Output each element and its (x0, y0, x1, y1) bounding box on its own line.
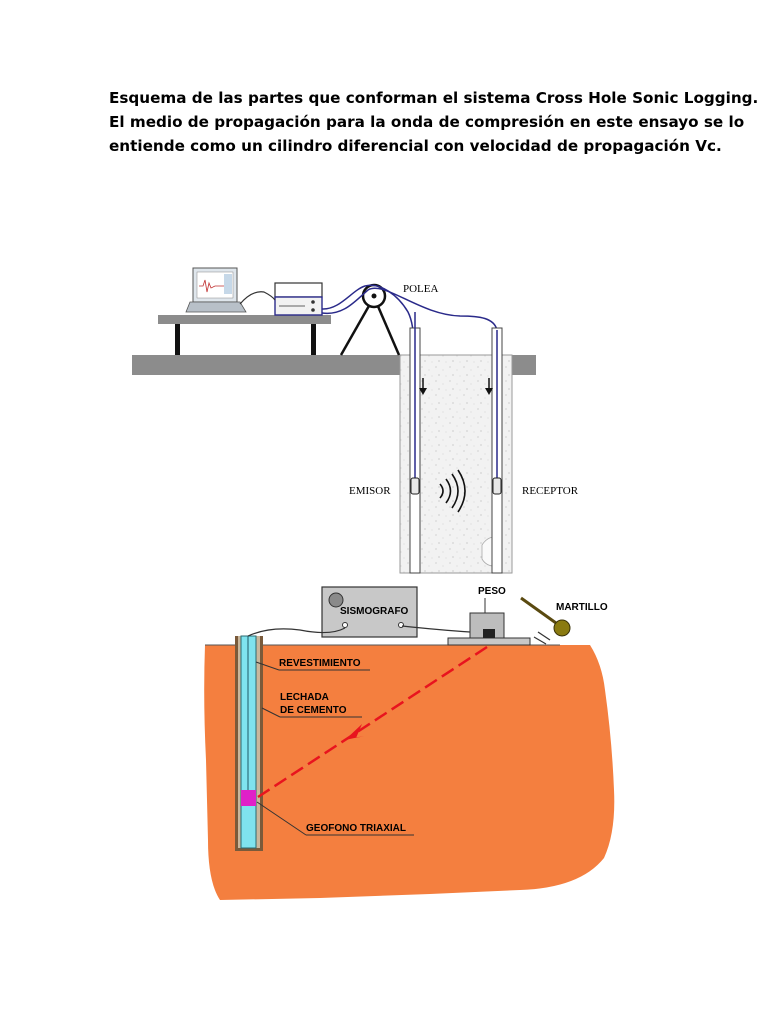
acquisition-unit (274, 282, 323, 316)
hammer-icon (520, 596, 571, 645)
casing-label: REVESTIMIENTO (279, 658, 361, 669)
grout-label-line-1: LECHADA (280, 692, 329, 703)
crosshole-diagram: POLEA EMISOR RECEPTOR (132, 267, 579, 574)
emitter-tube (409, 312, 427, 574)
caption-line-2: El medio de propagación para la onda de … (109, 113, 745, 131)
table (158, 315, 331, 355)
seismograph (321, 586, 418, 638)
geophone-cable (247, 627, 346, 637)
caption: Esquema de las partes que conforman el s… (109, 86, 759, 158)
wave-ray-arrow (345, 724, 364, 740)
borehole (235, 635, 263, 851)
receiver-tube (485, 327, 503, 574)
weight-label: PESO (478, 586, 506, 597)
weight-plate (447, 612, 531, 646)
soil-mass (204, 645, 615, 900)
laptop-cable (239, 291, 276, 305)
pulley-label: POLEA (403, 283, 439, 295)
seismograph-label: SISMOGRAFO (340, 606, 409, 617)
emitter-label: EMISOR (349, 485, 391, 497)
wave-ray (257, 645, 488, 799)
laptop (185, 267, 247, 313)
geophone (241, 790, 256, 806)
hammer-label: MARTILLO (556, 602, 608, 613)
sonic-wave-icon (439, 469, 466, 513)
caption-line-1: Esquema de las partes que conforman el s… (109, 89, 759, 107)
downhole-diagram: SISMOGRAFO PESO MARTILLO REVESTIMIENTO L… (204, 586, 615, 900)
receiver-label: RECEPTOR (522, 485, 579, 497)
geophone-label: GEOFONO TRIAXIAL (306, 823, 406, 834)
grout-label-line-2: DE CEMENTO (280, 705, 347, 716)
receiver-cable (321, 287, 498, 331)
caption-line-3: entiende como un cilindro diferencial co… (109, 137, 722, 155)
